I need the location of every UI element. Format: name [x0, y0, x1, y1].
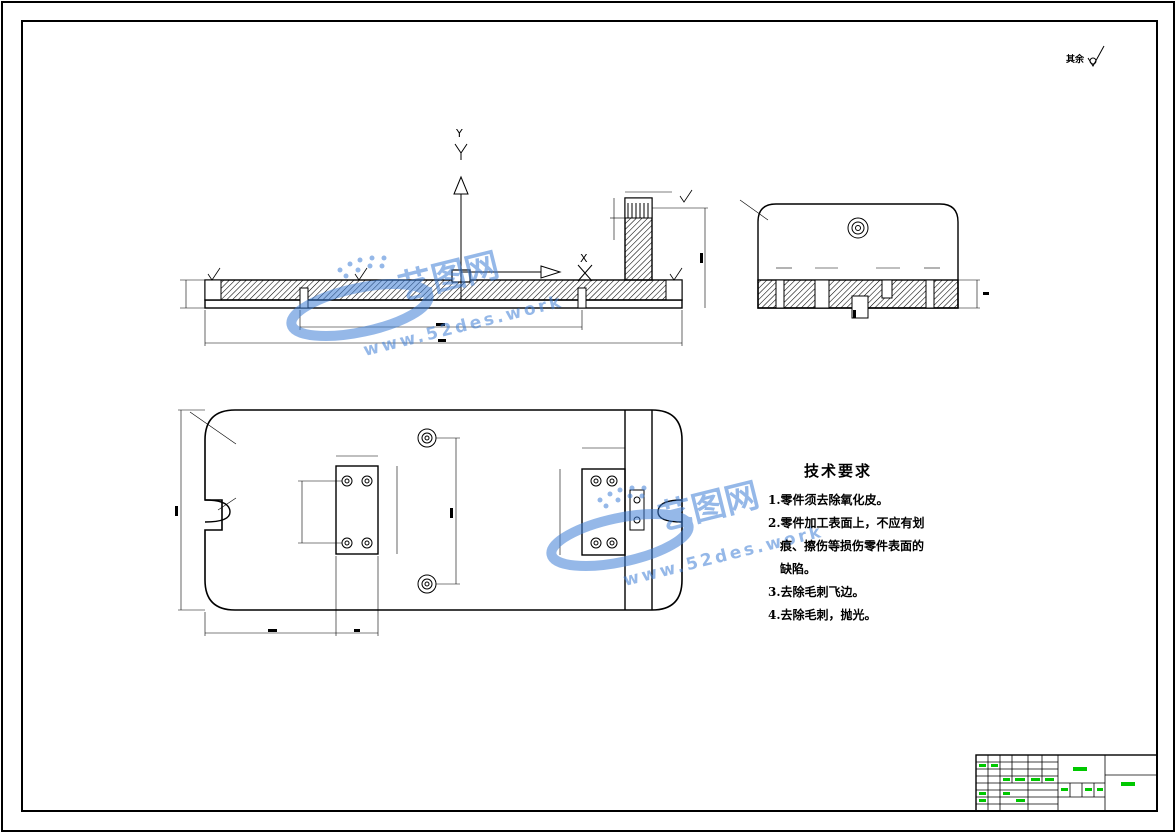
roughness-label: 其余	[1066, 55, 1085, 65]
front-view	[180, 143, 708, 346]
requirement-item-1: 1.零件须去除氧化皮。	[768, 493, 889, 507]
requirement-item-4: 4.去除毛刺，抛光。	[768, 608, 877, 622]
dimension-marks	[175, 253, 989, 632]
x-axis-label: X	[580, 252, 588, 265]
title-block	[975, 754, 1158, 812]
y-axis-label: Y	[455, 127, 463, 140]
title-block-green-marks	[979, 764, 1135, 802]
requirement-item-2: 2.零件加工表面上，不应有划	[768, 516, 925, 530]
watermark-brand: 艺图网	[655, 475, 764, 538]
inner-border	[21, 20, 1158, 812]
roughness-symbol	[1087, 45, 1105, 67]
watermark-left: 艺图网 www.52des.work	[286, 245, 566, 361]
requirement-item-2-cont: 痕、擦伤等损伤零件表面的	[780, 539, 925, 553]
side-view	[739, 199, 980, 319]
requirement-item-2-cont2: 缺陷。	[780, 562, 817, 576]
requirement-item-3: 3.去除毛刺飞边。	[768, 585, 865, 599]
technical-requirements: 技术要求 1.零件须去除氧化皮。 2.零件加工表面上，不应有划 痕、擦伤等损伤零…	[768, 460, 968, 627]
technical-requirements-title: 技术要求	[804, 462, 873, 480]
